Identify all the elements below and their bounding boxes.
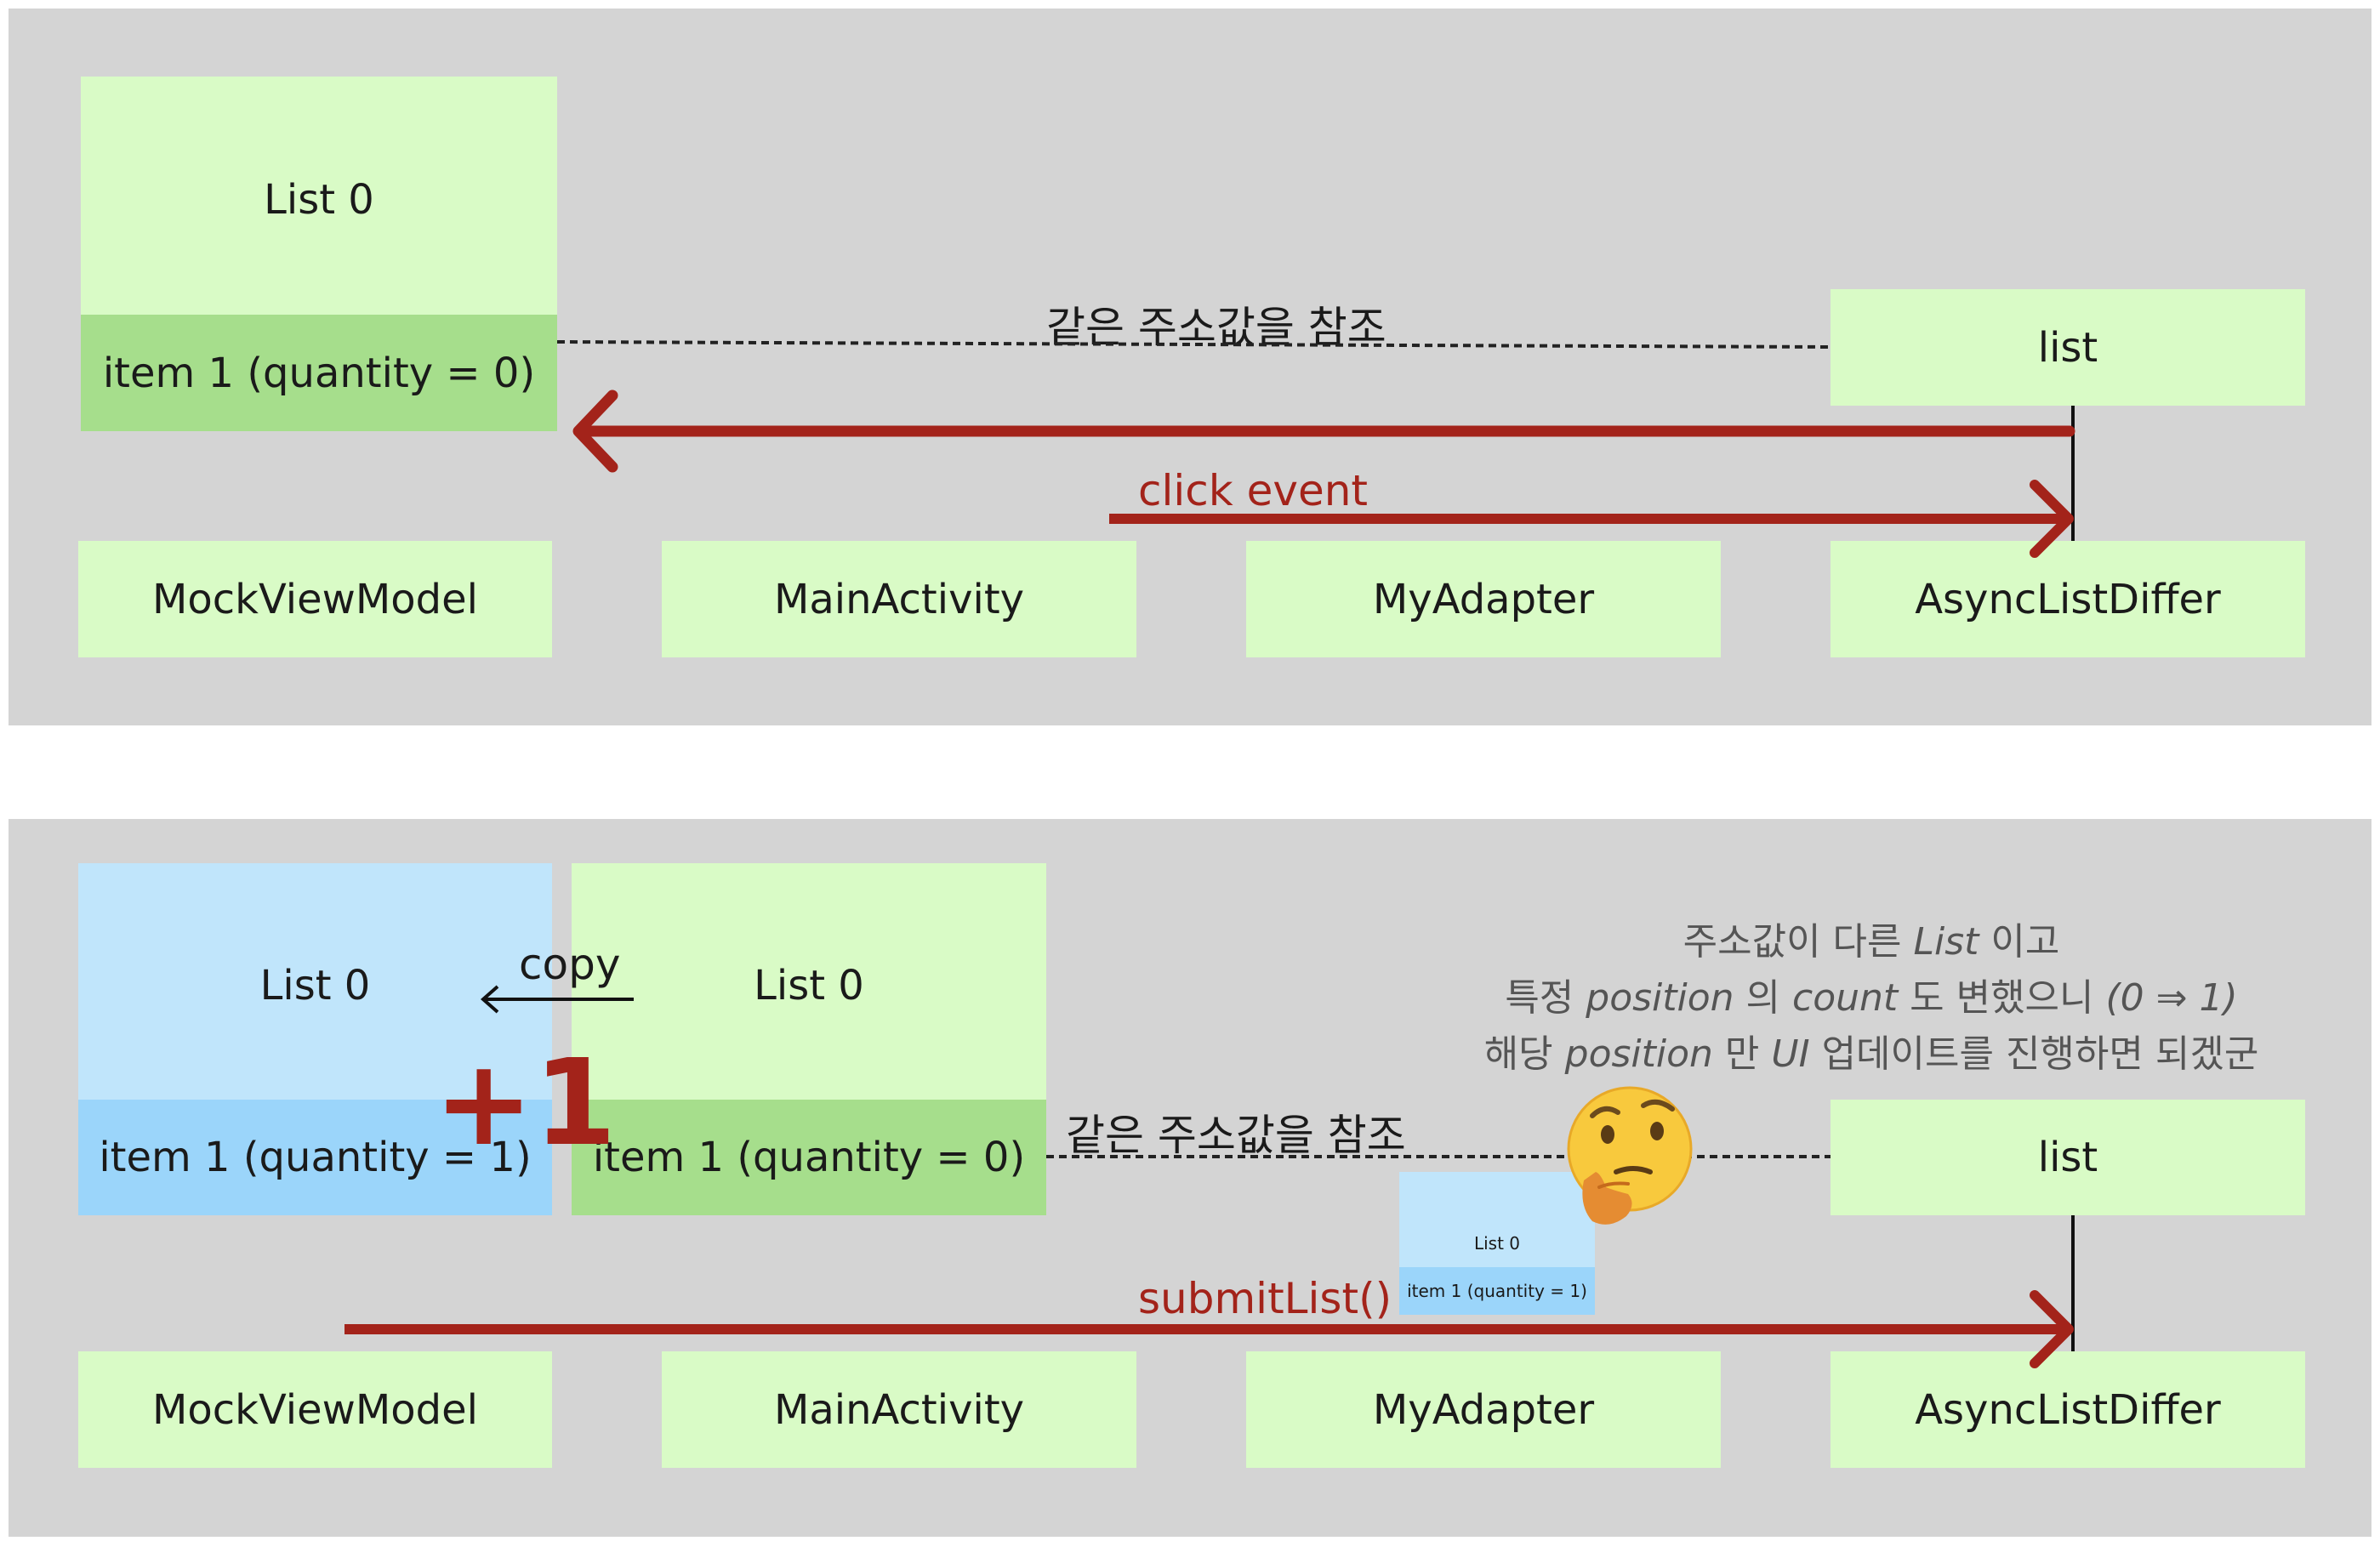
component-label: AsyncListDiffer	[1915, 1385, 2221, 1434]
list0-title: List 0	[754, 962, 864, 1009]
click-event-arrow-head	[2030, 480, 2074, 558]
list-label: list	[2037, 323, 2098, 372]
component-label: MyAdapter	[1372, 1385, 1595, 1434]
component-myadapter-top: MyAdapter	[1246, 541, 1721, 657]
mini-item-label: item 1 (quantity = 1)	[1407, 1281, 1587, 1301]
mini-list-title: List 0	[1473, 1233, 1521, 1254]
component-label: MockViewModel	[152, 1385, 478, 1434]
component-label: MyAdapter	[1372, 575, 1595, 623]
component-label: AsyncListDiffer	[1915, 575, 2221, 623]
item-label: item 1 (quantity = 0)	[102, 349, 536, 397]
list0-title: List 0	[264, 176, 374, 224]
component-mockviewmodel-top: MockViewModel	[78, 541, 552, 657]
list-label: list	[2037, 1134, 2098, 1181]
copy-arrow-head	[480, 985, 499, 1014]
component-mockviewmodel-bottom: MockViewModel	[78, 1351, 552, 1468]
mini-list0-item: item 1 (quantity = 1)	[1399, 1267, 1595, 1315]
submit-list-arrow-head	[2030, 1290, 2074, 1368]
list0-box-top: List 0	[81, 77, 557, 315]
thought-line-3: 해당 position 만 UI 업데이트를 진행하면 되겠군	[1483, 1032, 2259, 1076]
copy-label: copy	[519, 940, 621, 989]
item-label: item 1 (quantity = 1)	[99, 1134, 532, 1181]
list0-item-top: item 1 (quantity = 0)	[81, 315, 557, 431]
component-myadapter-bottom: MyAdapter	[1246, 1351, 1721, 1468]
same-reference-label-bottom: 같은 주소값을 참조	[1066, 1111, 1406, 1160]
component-label: MainActivity	[773, 1385, 1025, 1434]
mini-list0-box: List 0	[1399, 1172, 1595, 1267]
plus-one-label: +1	[434, 1034, 617, 1173]
old-list0-box: List 0	[572, 863, 1046, 1100]
old-list0-item: item 1 (quantity = 0)	[572, 1100, 1046, 1215]
dashed-reference-line-top	[556, 340, 1831, 349]
component-asynclistdiffer-top: AsyncListDiffer	[1831, 541, 2305, 657]
component-asynclistdiffer-bottom: AsyncListDiffer	[1831, 1351, 2305, 1468]
list0-title: List 0	[259, 962, 371, 1009]
component-mainactivity-bottom: MainActivity	[662, 1351, 1136, 1468]
new-list0-box: List 0	[78, 863, 552, 1100]
item-label: item 1 (quantity = 0)	[592, 1134, 1026, 1181]
submit-list-label: submitList()	[1138, 1274, 1392, 1323]
component-label: MockViewModel	[152, 575, 478, 623]
differ-list-bottom: list	[1831, 1100, 2305, 1215]
thought-text: 주소값이 다른 List 이고 특정 position 의 count 도 변했…	[1378, 914, 2365, 1083]
return-arrow-head	[572, 390, 618, 473]
component-label: MainActivity	[773, 575, 1025, 623]
new-list0-item: item 1 (quantity = 1)	[78, 1100, 552, 1215]
component-mainactivity-top: MainActivity	[662, 541, 1136, 657]
thought-line-1: 주소값이 다른 List 이고	[1683, 920, 2060, 964]
thinking-face-icon	[1567, 1086, 1693, 1225]
differ-list-top: list	[1831, 289, 2305, 406]
click-event-label: click event	[1138, 466, 1369, 515]
thought-line-2: 특정 position 의 count 도 변했으니 (0 ⇒ 1)	[1505, 976, 2238, 1020]
